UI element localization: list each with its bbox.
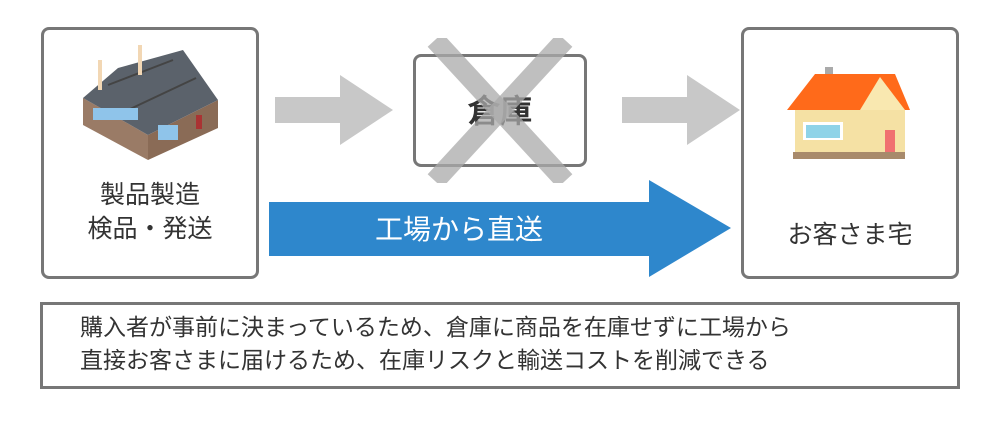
factory-icon [83,45,218,160]
note-line1: 購入者が事前に決まっているため、倉庫に商品を在庫せずに工場から [80,315,791,341]
customer-label: お客さま宅 [787,220,913,249]
note-line2: 直接お客さまに届けるため、在庫リスクと輸送コストを削減できる [80,348,770,374]
factory-label: 製品製造 検品・発送 [41,178,259,246]
cross-out-icon [427,38,573,183]
arrow-warehouse-to-customer [622,75,740,145]
direct-arrow [269,180,731,277]
note-box [40,302,960,389]
note-text: 購入者が事前に決まっているため、倉庫に商品を在庫せずに工場から 直接お客さまに届… [80,312,791,378]
customer-box [741,27,959,279]
arrow-factory-to-warehouse [275,75,393,145]
direct-arrow-label: 工場から直送 [374,213,543,246]
factory-line2: 検品・発送 [87,214,213,243]
factory-line1: 製品製造 [99,180,200,209]
house-icon [787,67,910,159]
